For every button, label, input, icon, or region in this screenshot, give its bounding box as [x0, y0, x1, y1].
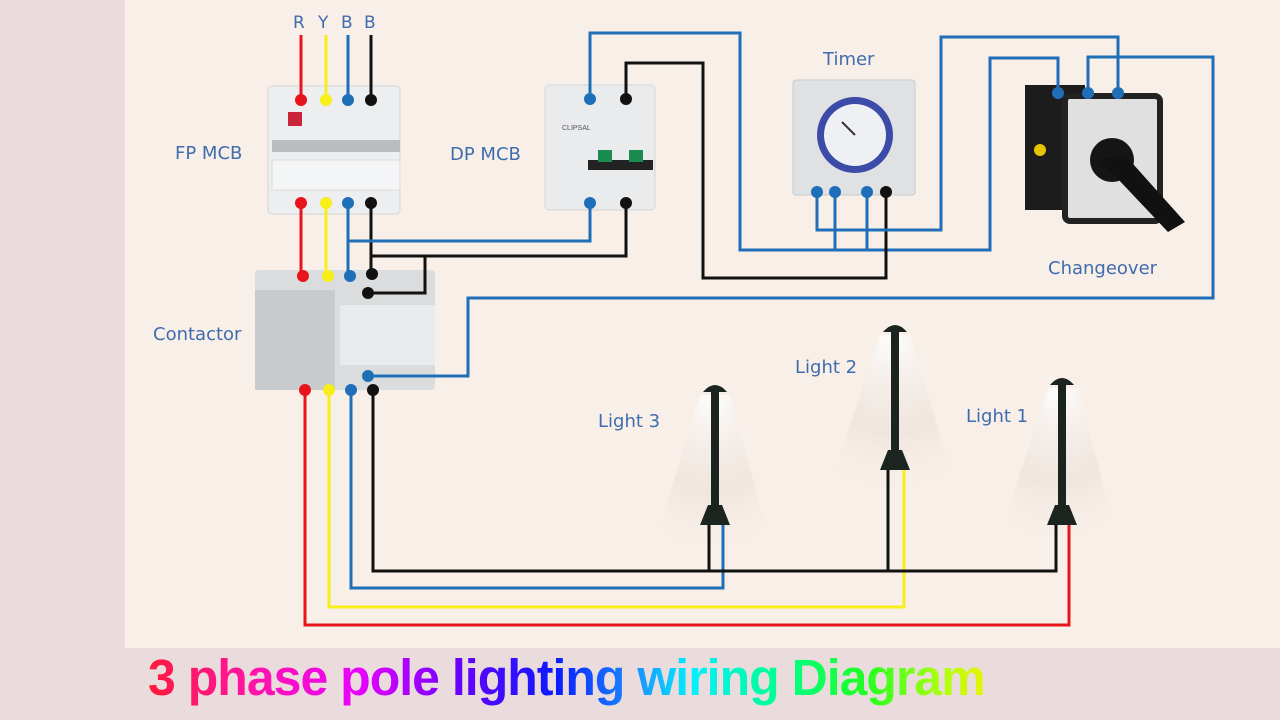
wire-timer-to-changeover — [815, 35, 1120, 232]
timer-label: Timer — [822, 49, 875, 70]
dp-mcb: CLIPSAL — [544, 84, 656, 211]
light-2-pole — [880, 325, 910, 470]
phase-label-b: B — [341, 13, 353, 33]
wire-dp-black-to-timer — [624, 61, 888, 280]
wire-red-to-light-1 — [303, 390, 1071, 627]
fp-mcb — [267, 85, 401, 215]
svg-text:CLIPSAL: CLIPSAL — [562, 125, 591, 132]
wire-blue-to-dp-mcb — [348, 203, 592, 243]
dp-mcb-label: DP MCB — [450, 144, 521, 165]
wire-yellow-to-light-2 — [327, 390, 906, 609]
light-3-label: Light 3 — [598, 411, 660, 432]
contactor-label: Contactor — [153, 324, 242, 345]
changeover-label: Changeover — [1048, 258, 1158, 279]
light-3-pole — [700, 385, 730, 525]
timer — [792, 79, 916, 196]
terminals — [295, 87, 1124, 396]
phase-label-r: R — [293, 13, 305, 33]
wire-dp-blue-to-changeover — [588, 31, 1060, 252]
wire-blue-to-light-3 — [349, 390, 725, 590]
fp-mcb-label: FP MCB — [175, 143, 242, 164]
light-2-label: Light 2 — [795, 357, 857, 378]
phase-label-b2: B — [364, 13, 376, 33]
light-1-pole — [1047, 378, 1077, 525]
contactor — [255, 270, 435, 390]
light-1-label: Light 1 — [966, 406, 1028, 427]
light-1-glow — [995, 388, 1120, 550]
wire-neutral-to-lights — [371, 390, 1058, 573]
diagram-title: 3 phase pole lighting wiring Diagram — [148, 646, 1118, 710]
wire-changeover-to-coil — [368, 55, 1215, 378]
changeover-switch — [1025, 85, 1185, 232]
wire-black-to-dp-mcb — [371, 203, 628, 258]
wire-black-to-coil — [368, 256, 427, 295]
phase-label-y: Y — [317, 13, 329, 33]
